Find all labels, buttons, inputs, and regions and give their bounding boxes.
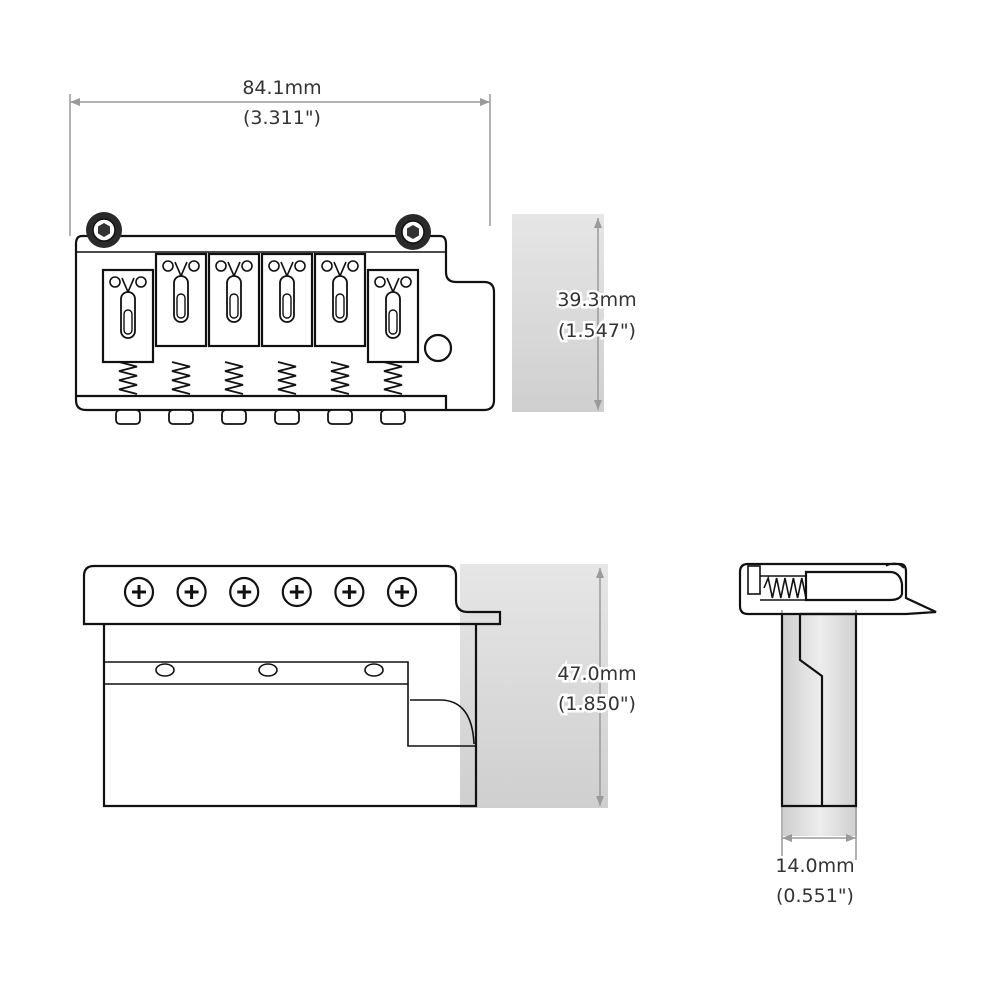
- saddle-tip: [885, 562, 905, 569]
- side-block: [780, 614, 824, 808]
- phillips-screw-icon: [123, 576, 155, 608]
- height-screw-icon: [215, 260, 227, 272]
- front-view: [82, 564, 608, 808]
- height-screw-icon: [374, 276, 386, 288]
- slot-hole-icon: [258, 663, 278, 677]
- height-screw-icon: [162, 260, 174, 272]
- mount-screw-left-icon: [86, 212, 122, 248]
- saddle-4: [260, 252, 314, 425]
- width-dimension-line: [69, 94, 491, 236]
- block-step: [407, 684, 476, 747]
- side-block-back: [800, 612, 858, 808]
- intonation-screw-head: [380, 409, 406, 425]
- side-view: [738, 562, 937, 860]
- base-plate: [74, 234, 496, 412]
- intonation-spring-icon: [383, 361, 403, 395]
- width-inch-label: (3.311"): [243, 107, 321, 129]
- intonation-spring-icon: [118, 361, 138, 395]
- intonation-spring-icon: [763, 575, 807, 599]
- front-height-band: [460, 564, 608, 808]
- slot-hole-icon: [364, 663, 384, 677]
- saddle-end: [747, 565, 761, 595]
- saddle-5: [313, 252, 367, 425]
- slot-hole-icon: [155, 663, 175, 677]
- width-mm-label: 84.1mm: [242, 77, 321, 99]
- height-screw-icon: [135, 276, 147, 288]
- mount-screw-right-icon: [395, 214, 431, 250]
- height-screw-icon: [400, 276, 412, 288]
- side-depth-mm-label: 14.0mm: [775, 855, 854, 877]
- intonation-spring-icon: [171, 361, 191, 395]
- intonation-screw-head: [168, 409, 194, 425]
- intonation-screw-head: [221, 409, 247, 425]
- intonation-spring-icon: [277, 361, 297, 395]
- saddle-6: [366, 268, 420, 425]
- saddle-2: [154, 252, 208, 425]
- phillips-screw-icon: [386, 576, 418, 608]
- front-top-plate: [82, 564, 502, 626]
- intonation-screw-head: [115, 409, 141, 425]
- tail-bar: [76, 394, 448, 410]
- saddles: [101, 252, 420, 425]
- height-screw-icon: [109, 276, 121, 288]
- intonation-screw-head: [274, 409, 300, 425]
- string-hole-icon: [423, 333, 453, 363]
- side-depth-inch-label: (0.551"): [776, 885, 854, 907]
- top-height-inch-label: (1.547"): [558, 320, 636, 342]
- side-depth-band: [783, 614, 857, 836]
- saddle-body: [804, 570, 904, 602]
- top-height-mm-label: 39.3mm: [557, 289, 636, 311]
- top-view: [69, 94, 604, 425]
- phillips-screw-icon: [229, 576, 260, 608]
- pivot-screws: [123, 576, 418, 608]
- phillips-screw-icon: [281, 576, 312, 608]
- saddle-1: [101, 268, 155, 425]
- phillips-screw-icon: [334, 576, 365, 608]
- block-curve: [410, 699, 475, 745]
- top-height-band: [512, 214, 604, 412]
- sustain-block: [102, 624, 478, 808]
- height-screw-icon: [241, 260, 253, 272]
- block-slot: [104, 661, 409, 685]
- front-height-inch-label: (1.850"): [558, 693, 636, 715]
- height-screw-icon: [347, 260, 359, 272]
- phillips-screw-icon: [176, 576, 207, 608]
- saddle-3: [207, 252, 261, 425]
- height-screw-icon: [321, 260, 333, 272]
- front-height-mm-label: 47.0mm: [557, 663, 636, 685]
- intonation-spring-icon: [224, 361, 244, 395]
- height-screw-icon: [188, 260, 200, 272]
- side-plate: [738, 562, 937, 616]
- height-screw-icon: [294, 260, 306, 272]
- intonation-spring-icon: [330, 361, 350, 395]
- height-screw-icon: [268, 260, 280, 272]
- intonation-screw-head: [327, 409, 353, 425]
